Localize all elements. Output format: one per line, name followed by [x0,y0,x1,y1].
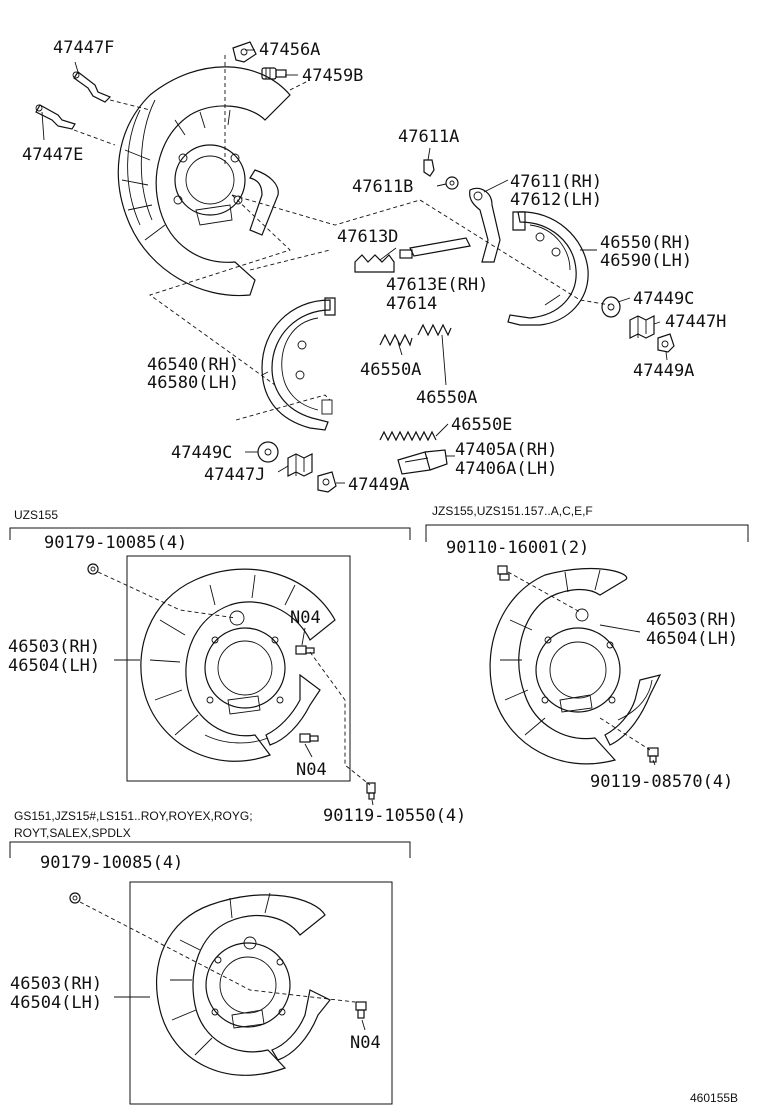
label-46550A-2: 46550A [416,388,477,408]
section3-bolt-label: 90179-10085(4) [40,853,183,873]
label-47447H: 47447H [665,312,726,332]
section1-screw-label: 90119-10550(4) [323,806,466,826]
leader-s2-plate [599,624,641,633]
section1-plate-rh: 46503(RH) [8,637,100,657]
section3-bracket [9,841,411,858]
brake-shoe-46550 [507,211,589,326]
label-47611B: 47611B [352,177,413,197]
section3-heading-line1: GS151,JZS15#,LS151..ROY,ROYEX,ROYG; [14,809,253,823]
label-46590LH: 46590(LH) [600,251,692,271]
label-47447E: 47447E [22,145,83,165]
label-47459B: 47459B [302,66,363,86]
dust-cover-section2 [489,568,662,765]
bolt-90179-section1 [87,563,99,575]
washer-47449C-bottom [257,441,279,463]
label-47613E: 47613E(RH) [386,275,488,295]
section1-heading: UZS155 [14,508,58,522]
bolt-90110-section2 [497,565,510,581]
label-47449C-top: 47449C [633,289,694,309]
clip-47456A [232,41,257,63]
assembly-line-s1b [309,651,371,786]
bolt-N04-section1-a [295,645,315,655]
lever-47611 [469,187,501,263]
section1-bracket [9,527,411,540]
screw-90119-section1 [366,782,376,800]
label-46550RH: 46550(RH) [600,233,692,253]
spring-47447J [287,453,313,477]
assembly-line-s2b [599,717,651,751]
label-47447F: 47447F [53,38,114,58]
label-46540RH: 46540(RH) [147,355,239,375]
spring-46550A-1 [379,333,413,347]
label-47405A: 47405A(RH) [455,440,557,460]
backing-plate-top [117,66,291,297]
section2-heading: JZS155,UZS151.157..A,C,E,F [432,504,593,518]
label-47449A-top: 47449A [633,361,694,381]
label-47447J: 47447J [204,465,265,485]
section2-bracket [425,524,749,542]
section1-bolt-label: 90179-10085(4) [44,533,187,553]
adjuster-47613D [354,254,395,273]
leader-s3-n04 [361,1019,366,1031]
section3-plate-rh: 46503(RH) [10,974,102,994]
bracket-47447F [72,71,112,103]
label-47613D: 47613D [337,227,398,247]
label-46580LH: 46580(LH) [147,373,239,393]
label-47612LH: 47612(LH) [510,190,602,210]
section1-n04-a: N04 [290,608,321,628]
bolt-N04-section1-b [299,733,319,743]
assembly-line-s1a [97,571,237,619]
section2-plate-rh: 46503(RH) [646,610,738,630]
spring-46550A-2 [417,323,452,337]
section1-plate-lh: 46504(LH) [8,656,100,676]
label-46550E: 46550E [451,415,512,435]
bolt-N04-section3 [355,1001,367,1019]
screw-90119-section2 [647,747,659,763]
section2-bolt-label: 90110-16001(2) [446,538,589,558]
leader-s1-screw [371,799,374,806]
label-47449C-bottom: 47449C [171,443,232,463]
labels-top: 47447F 47456A 47459B 47447E 47611A 47611… [22,38,726,495]
figure-code: 460155B [690,1091,738,1105]
brake-shoe-46540 [261,297,336,431]
washer-47611B [445,176,459,190]
section3-plate-lh: 46504(LH) [10,993,102,1013]
pin-47611A [423,159,435,177]
bolt-90179-section3 [69,892,81,904]
strut-47613E [399,237,471,259]
section3-heading-line2: ROYT,SALEX,SPDLX [14,826,131,840]
adjuster-47405A [397,449,448,475]
section2-screw-label: 90119-08570(4) [590,772,733,792]
cup-47449A-bottom [317,471,337,493]
label-47456A: 47456A [259,40,320,60]
dust-cover-section1 [140,568,336,762]
spring-46550E [379,430,437,442]
leaders-top [41,49,668,484]
label-47611RH: 47611(RH) [510,172,602,192]
assembly-line-s3 [79,901,356,1003]
section1-frame [126,555,351,782]
bracket-47447E [35,104,76,130]
leader-s2-screw [652,759,656,766]
section1-n04-b: N04 [296,760,327,780]
label-47449A-bottom: 47449A [348,475,409,495]
dust-cover-section3 [156,892,331,1076]
label-47611A: 47611A [398,127,459,147]
section3-frame [129,881,393,1105]
leader-s1-n04a [301,627,306,646]
label-47614: 47614 [386,294,437,314]
label-47406A: 47406A(LH) [455,459,557,479]
leader-s1-n04b [304,743,313,758]
label-46550A-1: 46550A [360,360,421,380]
section2-plate-lh: 46504(LH) [646,629,738,649]
cup-47449A-top [657,333,675,353]
spring-47447H [629,315,655,339]
washer-47449C-top [601,296,621,318]
assembly-lines-top [73,55,611,421]
section3-n04: N04 [350,1033,381,1053]
plug-47459B [261,67,287,80]
